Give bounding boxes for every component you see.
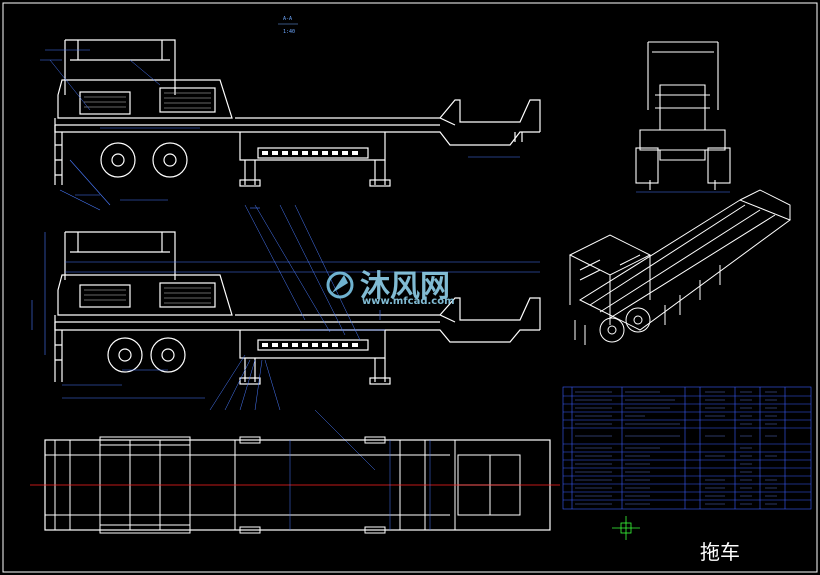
parts-table [562,386,812,510]
dims-middle [31,232,540,399]
dims-top [40,49,520,211]
watermark-brand: 沐风网 [360,269,450,304]
front-view [635,41,731,190]
side-view-top [54,39,541,187]
leaders-top [49,59,161,111]
isometric-view [568,189,792,345]
scale-label: 1:40 [283,29,295,35]
crosshair-icon [612,516,640,540]
section-label: A-A [283,16,292,22]
mfcad-logo-icon [326,271,354,299]
side-view-middle [54,231,541,385]
dims-plan [289,440,431,530]
watermark: 沐风网 www.mfcad.com [326,269,455,307]
parts-table-fill [575,391,777,505]
leaders-middle [209,204,376,471]
drawing-title: 拖车 [700,540,740,564]
watermark-url: www.mfcad.com [362,296,455,307]
